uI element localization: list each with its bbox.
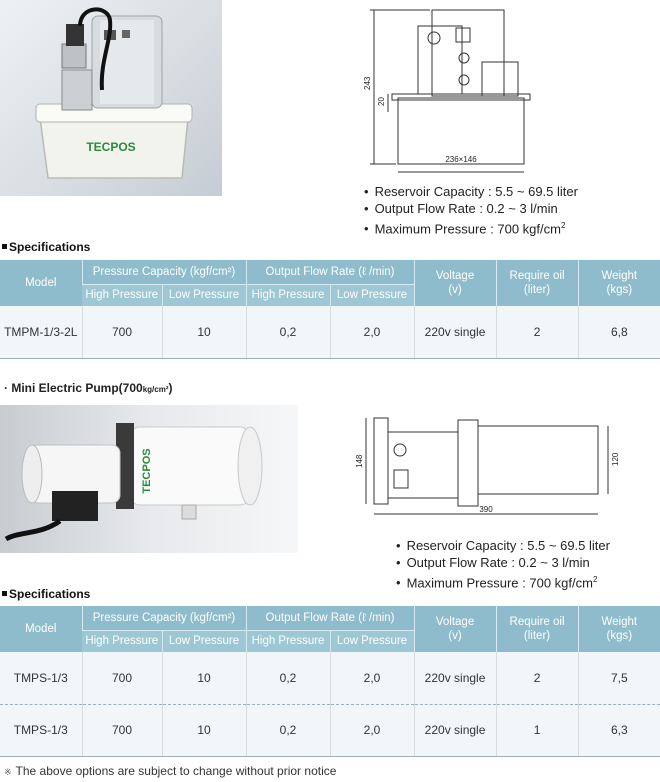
square-bullet-icon [2, 591, 7, 597]
section-title-specifications-2: Specifications [2, 587, 90, 601]
cell-weight: 6,8 [577, 306, 660, 359]
cell-require-oil: 2 [495, 652, 579, 704]
header-model: Model [0, 260, 82, 306]
header-high-pressure: High Pressure [82, 283, 162, 306]
cell-voltage: 220v single [413, 703, 497, 757]
table-row: TMPS-1/3 700 10 0,2 2,0 220v single 1 6,… [0, 703, 660, 757]
cell-flow-low: 2,0 [329, 703, 415, 757]
cell-model: TMPS-1/3 [0, 703, 82, 757]
height-dimension: 243 [363, 76, 372, 90]
cell-low-pressure: 10 [161, 703, 247, 757]
header-weight: Weight(kgs) [577, 606, 660, 652]
header-high-pressure: High Pressure [82, 629, 162, 652]
feature-max-pressure: Maximum Pressure : 700 kgf/cm2 [396, 571, 610, 591]
product-photo-hand-pump: TECPOS [0, 0, 222, 196]
spec-table-2: Model Pressure Capacity (kgf/cm²) Output… [0, 606, 660, 757]
cell-weight: 7,5 [577, 652, 660, 704]
footer-notice-text: The above options are subject to change … [15, 764, 337, 778]
header-flow-low: Low Pressure [329, 629, 415, 652]
feature-flow-rate: Output Flow Rate : 0.2 ~ 3 l/min [396, 554, 610, 571]
length-dimension: 390 [479, 505, 493, 514]
dimension-drawing-mini-pump: 148 120 390 [356, 410, 626, 520]
feature-max-pressure: Maximum Pressure : 700 kgf/cm2 [364, 217, 578, 237]
product2-features: Reservoir Capacity : 5.5 ~ 69.5 liter Ou… [396, 537, 610, 591]
mini-electric-pump-heading: · Mini Electric Pump(700kg/cm²) [4, 381, 173, 395]
cell-high-pressure: 700 [81, 703, 162, 757]
header-pressure-capacity: Pressure Capacity (kgf/cm²) [81, 260, 247, 284]
tank-dimension: 236×146 [445, 155, 477, 164]
cell-weight: 6,3 [577, 703, 660, 757]
cell-require-oil: 2 [495, 306, 579, 359]
right-dimension: 120 [611, 452, 620, 466]
feature-reservoir: Reservoir Capacity : 5.5 ~ 69.5 liter [364, 183, 578, 200]
cell-model: TMPM-1/3-2L [0, 306, 82, 359]
cell-high-pressure: 700 [81, 306, 162, 359]
header-output-flow: Output Flow Rate (ℓ /min) [245, 606, 415, 630]
dimension-drawing-hand-pump: 243 20 236×146 [352, 0, 542, 178]
cell-high-pressure: 700 [81, 652, 162, 704]
header-output-flow: Output Flow Rate (ℓ /min) [245, 260, 415, 284]
cell-low-pressure: 10 [161, 306, 247, 359]
header-voltage: Voltage(v) [413, 260, 497, 306]
header-model: Model [0, 606, 82, 652]
feature-flow-rate: Output Flow Rate : 0.2 ~ 3 l/min [364, 200, 578, 217]
header-require-oil: Require oil(liter) [495, 260, 579, 306]
product1-features: Reservoir Capacity : 5.5 ~ 69.5 liter Ou… [364, 183, 578, 237]
table-row: TMPS-1/3 700 10 0,2 2,0 220v single 2 7,… [0, 652, 660, 704]
header-flow-high: High Pressure [245, 283, 331, 306]
cell-voltage: 220v single [413, 306, 497, 359]
cell-flow-high: 0,2 [245, 306, 331, 359]
cell-require-oil: 1 [495, 703, 579, 757]
header-low-pressure: Low Pressure [161, 283, 247, 306]
header-weight: Weight(kgs) [577, 260, 660, 306]
square-bullet-icon [2, 244, 7, 250]
cell-voltage: 220v single [413, 652, 497, 704]
section-title-specifications-1: Specifications [2, 240, 90, 254]
reference-mark-icon: ※ [4, 767, 12, 777]
cell-flow-high: 0,2 [245, 703, 331, 757]
header-voltage: Voltage(v) [413, 606, 497, 652]
table-row: TMPM-1/3-2L 700 10 0,2 2,0 220v single 2… [0, 306, 660, 359]
feature-reservoir: Reservoir Capacity : 5.5 ~ 69.5 liter [396, 537, 610, 554]
header-pressure-capacity: Pressure Capacity (kgf/cm²) [81, 606, 247, 630]
cell-flow-low: 2,0 [329, 652, 415, 704]
footer-notice: ※The above options are subject to change… [4, 764, 336, 778]
brand-label: TECPOS [86, 140, 135, 154]
header-flow-high: High Pressure [245, 629, 331, 652]
brand-label: TECPOS [141, 448, 153, 493]
header-require-oil: Require oil(liter) [495, 606, 579, 652]
cell-low-pressure: 10 [161, 652, 247, 704]
base-dimension: 20 [377, 97, 386, 106]
product-photo-mini-pump: TECPOS [0, 405, 298, 553]
spec-table-1: Model Pressure Capacity (kgf/cm²) Output… [0, 260, 660, 359]
header-flow-low: Low Pressure [329, 283, 415, 306]
header-low-pressure: Low Pressure [161, 629, 247, 652]
cell-flow-low: 2,0 [329, 306, 415, 359]
cell-flow-high: 0,2 [245, 652, 331, 704]
height-dimension: 148 [356, 454, 364, 468]
cell-model: TMPS-1/3 [13, 670, 68, 685]
